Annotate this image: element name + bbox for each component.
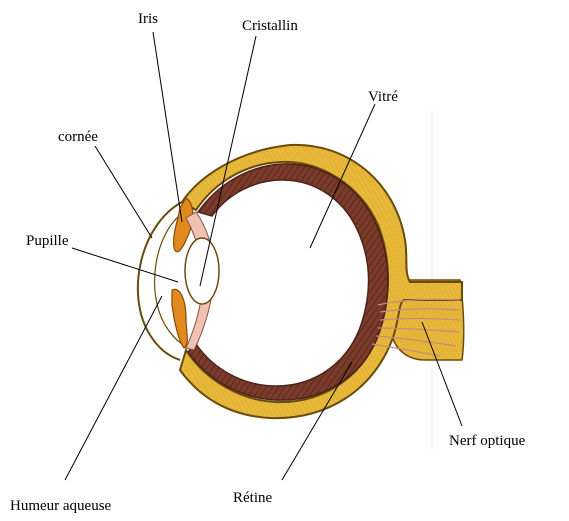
- label-cristallin: Cristallin: [242, 18, 298, 34]
- iris-lower: [172, 289, 187, 348]
- leader-humeur-aqueuse: [65, 296, 162, 480]
- label-nerf-optique: Nerf optique: [449, 433, 526, 449]
- leader-pupille: [72, 248, 178, 282]
- label-iris: Iris: [138, 11, 158, 27]
- leader-iris: [153, 32, 182, 222]
- label-retine: Rétine: [233, 490, 272, 506]
- lens-cristallin: [185, 238, 219, 304]
- label-cornee: cornée: [58, 129, 98, 145]
- label-pupille: Pupille: [26, 233, 69, 249]
- label-vitre: Vitré: [368, 89, 398, 105]
- label-humeur-aqueuse: Humeur aqueuse: [10, 498, 112, 514]
- leader-cornee: [95, 146, 152, 238]
